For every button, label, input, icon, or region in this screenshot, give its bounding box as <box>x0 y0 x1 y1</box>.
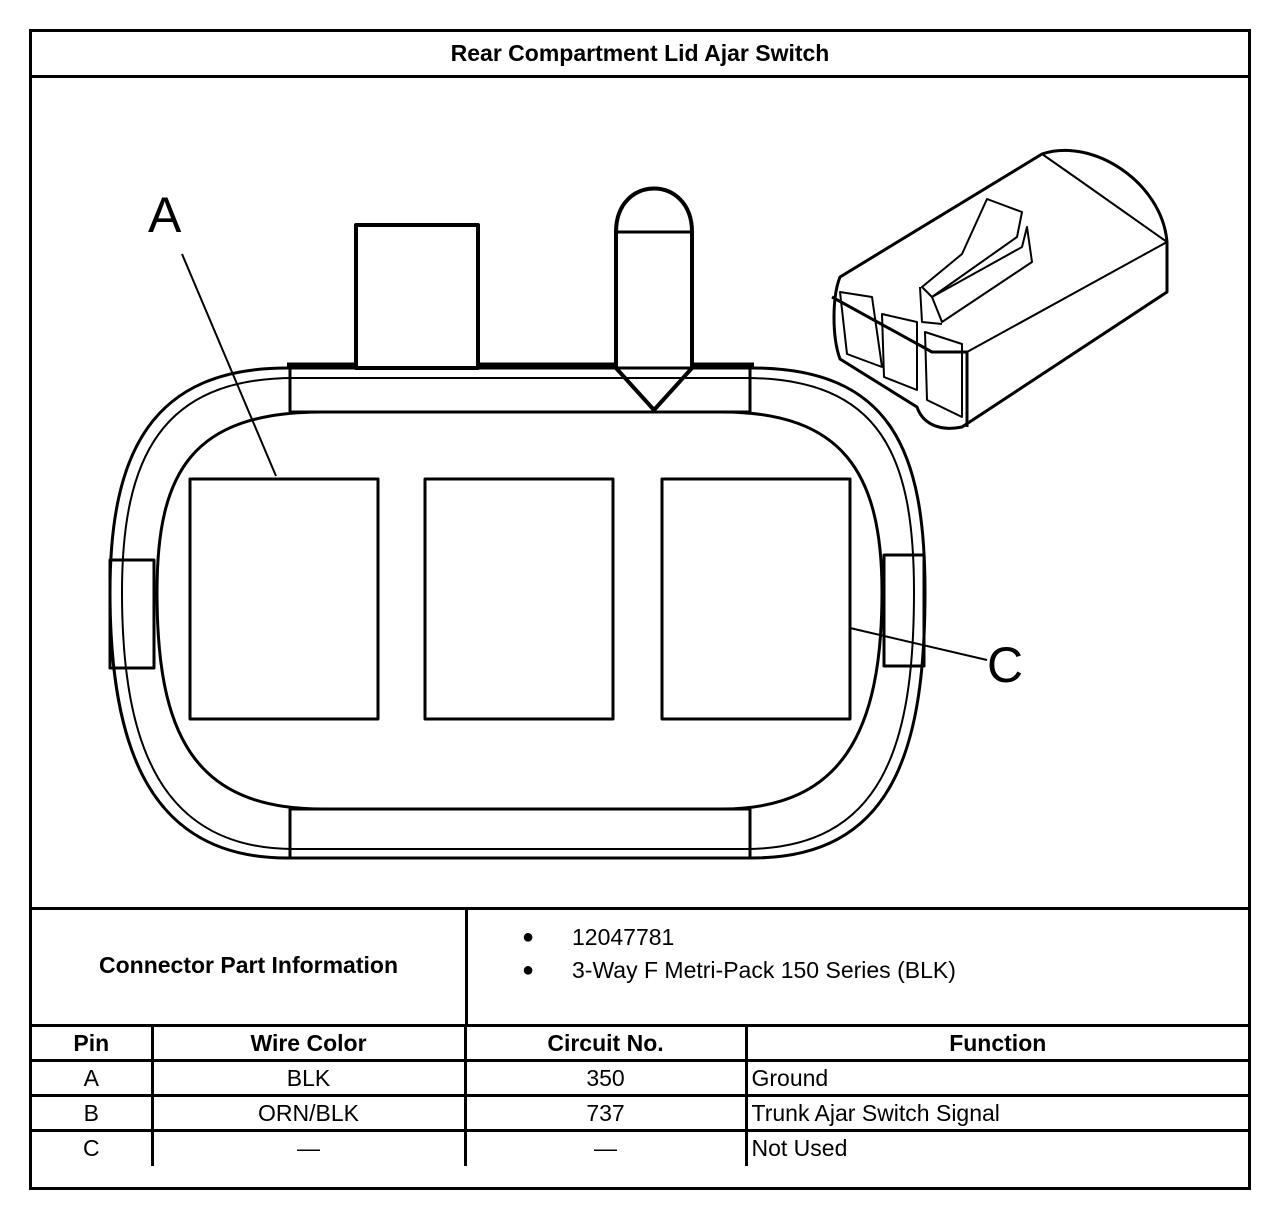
callout-c-label: C <box>987 637 1023 693</box>
function-cell: Trunk Ajar Switch Signal <box>744 1094 1248 1132</box>
wire-color-cell: — <box>150 1129 467 1166</box>
function-cell: Not Used <box>744 1129 1248 1166</box>
terminal-cavity-c <box>660 477 852 721</box>
wire-color-cell: ORN/BLK <box>150 1094 467 1132</box>
connector-info-list: ● 12047781 ● 3-Way F Metri-Pack 150 Series… <box>522 921 956 987</box>
terminal-cavity-b <box>423 477 615 721</box>
table-row: A BLK 350 Ground <box>32 1059 1248 1097</box>
connector-shell-outer <box>108 366 927 860</box>
connector-iso-view <box>831 148 1169 430</box>
part-number: 12047781 <box>572 924 675 950</box>
connector-shell-inner <box>121 377 915 850</box>
terminal-cavity-a <box>188 477 380 721</box>
pin-cell: A <box>32 1059 154 1097</box>
connector-info-item: ● 12047781 <box>522 921 956 954</box>
connector-part-info: Connector Part Information ● 12047781 ● 3-… <box>32 907 1248 1027</box>
circuit-cell: 350 <box>463 1059 748 1097</box>
table-row: C — — Not Used <box>32 1129 1248 1166</box>
function-cell: Ground <box>744 1059 1248 1097</box>
connector-bottom-rib <box>288 807 752 860</box>
connector-top-rib <box>288 366 752 414</box>
pin-table: Pin Wire Color Circuit No. Function A BL… <box>32 1024 1248 1166</box>
callout-c-leader <box>849 627 988 661</box>
header-function: Function <box>744 1024 1248 1062</box>
bullet-icon: ● <box>522 926 535 948</box>
pin-cell: C <box>32 1129 154 1166</box>
bullet-icon: ● <box>522 959 535 981</box>
header-pin: Pin <box>32 1024 154 1062</box>
connector-right-latch <box>882 553 926 668</box>
connector-sheet: Rear Compartment Lid Ajar Switch <box>29 29 1251 1190</box>
table-row: B ORN/BLK 737 Trunk Ajar Switch Signal <box>32 1094 1248 1132</box>
page-title: Rear Compartment Lid Ajar Switch <box>32 32 1248 78</box>
circuit-cell: — <box>463 1129 748 1166</box>
header-circuit-no: Circuit No. <box>463 1024 748 1062</box>
connector-face-diagram: A C <box>108 148 1169 860</box>
connector-lock-bump <box>614 186 694 412</box>
header-wire-color: Wire Color <box>150 1024 467 1062</box>
connector-description: 3-Way F Metri-Pack 150 Series (BLK) <box>572 957 956 983</box>
connector-info-label: Connector Part Information <box>32 907 468 1024</box>
callout-a-leader <box>181 253 277 477</box>
connector-left-latch <box>108 558 156 670</box>
connector-shell-cavity <box>155 410 884 811</box>
callout-a-label: A <box>148 187 182 243</box>
circuit-cell: 737 <box>463 1094 748 1132</box>
pin-cell: B <box>32 1094 154 1132</box>
connector-key-tab <box>354 223 480 370</box>
wire-color-cell: BLK <box>150 1059 467 1097</box>
connector-info-item: ● 3-Way F Metri-Pack 150 Series (BLK) <box>522 954 956 987</box>
pin-table-header: Pin Wire Color Circuit No. Function <box>32 1024 1248 1062</box>
